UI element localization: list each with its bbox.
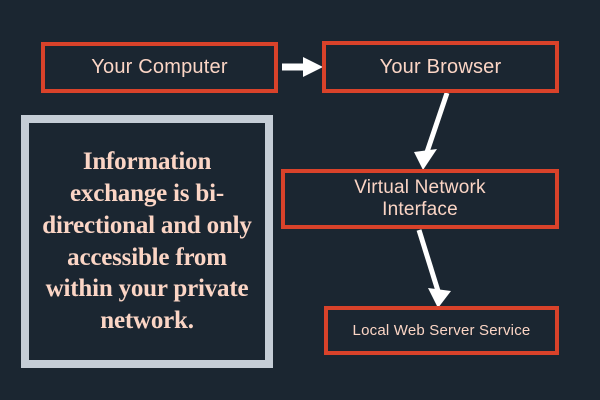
node-your-computer-label: Your Computer [91, 56, 228, 78]
node-your-browser[interactable]: Your Browser [322, 41, 559, 93]
node-virtual-network-interface[interactable]: Virtual Network Interface [281, 169, 559, 229]
node-your-browser-label: Your Browser [379, 55, 502, 78]
node-local-web-server-service-label: Local Web Server Service [352, 321, 531, 339]
arrow-vni-to-lwss [416, 229, 451, 308]
info-callout-text: Information exchange is bi-directional a… [42, 148, 252, 334]
node-virtual-network-interface-label: Virtual Network Interface [354, 177, 486, 220]
node-your-computer[interactable]: Your Computer [41, 42, 278, 93]
info-callout-panel: Information exchange is bi-directional a… [21, 115, 273, 368]
arrow-computer-to-browser [282, 57, 323, 77]
node-local-web-server-service[interactable]: Local Web Server Service [324, 306, 559, 355]
arrow-browser-to-vni [414, 92, 450, 170]
